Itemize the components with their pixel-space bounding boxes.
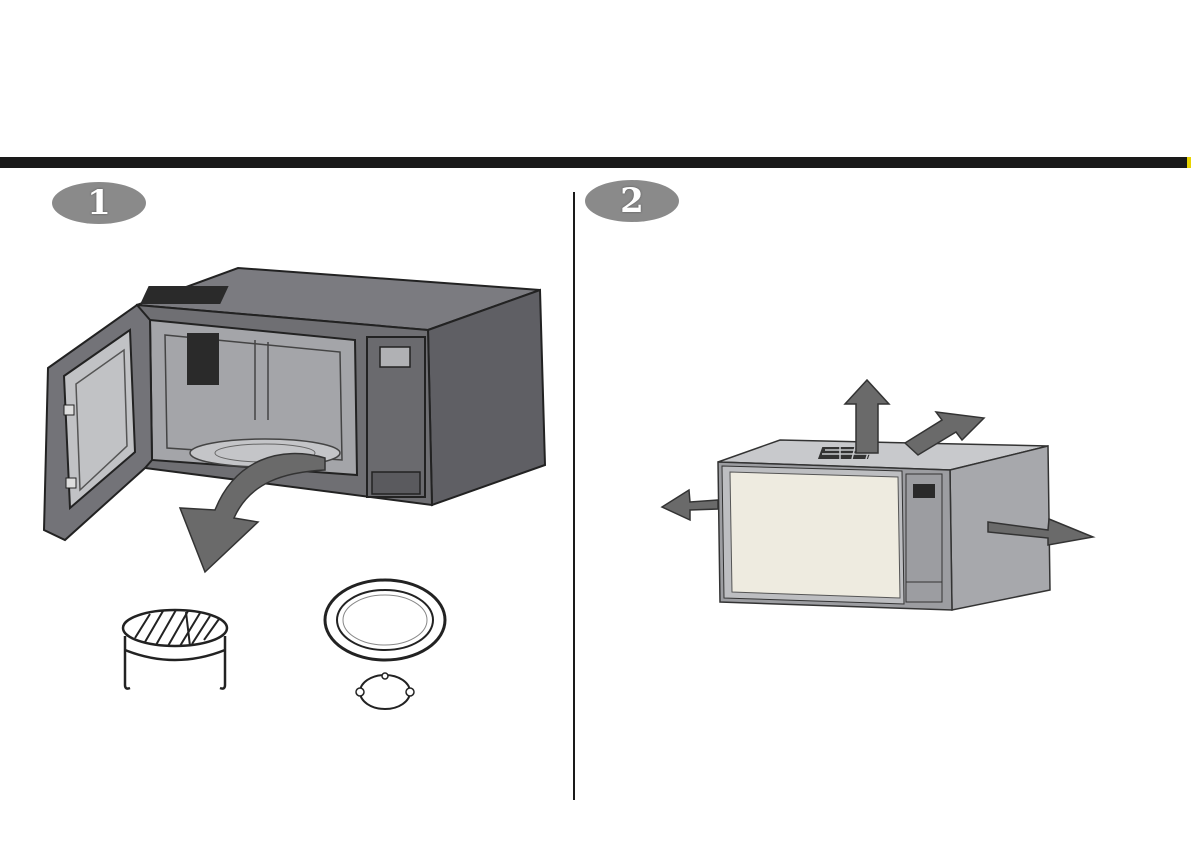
- step-2-illustration: [0, 0, 1191, 851]
